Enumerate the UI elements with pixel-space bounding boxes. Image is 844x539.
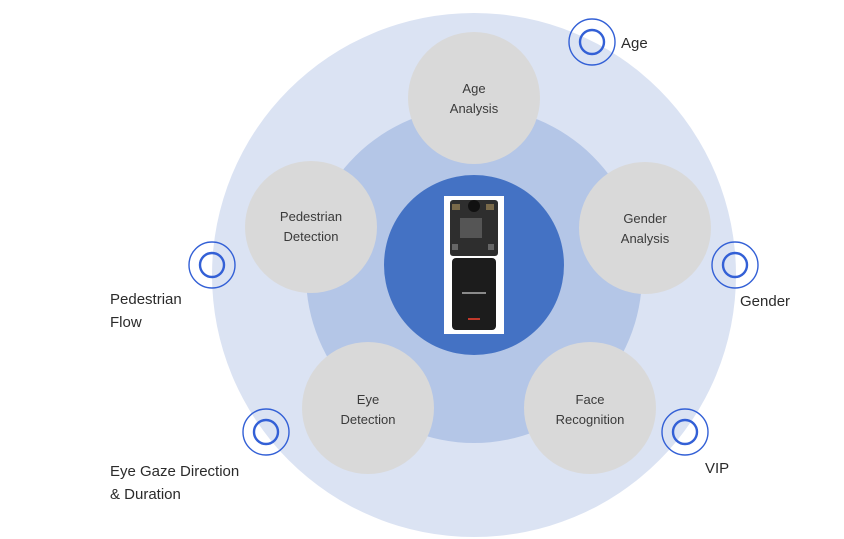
feature-gender-analysis: Gender Analysis <box>579 162 711 294</box>
target-icon <box>242 408 290 456</box>
feature-age-analysis-line1: Age <box>462 81 485 96</box>
feature-face-recognition-line2: Recognition <box>556 412 625 427</box>
label-vip: VIP <box>705 460 729 477</box>
camera-device-icon <box>444 196 504 334</box>
target-icon <box>568 18 616 66</box>
feature-age-analysis: Age Analysis <box>408 32 540 164</box>
label-eye-gaze-line1: Eye Gaze Direction <box>110 463 239 480</box>
label-age: Age <box>621 35 648 52</box>
feature-pedestrian-detection: Pedestrian Detection <box>245 161 377 293</box>
feature-eye-detection-line2: Detection <box>341 412 396 427</box>
target-icon <box>188 241 236 289</box>
target-icon <box>661 408 709 456</box>
feature-eye-detection: Eye Detection <box>302 342 434 474</box>
feature-pedestrian-detection-line1: Pedestrian <box>280 209 342 224</box>
feature-gender-analysis-line1: Gender <box>623 211 667 226</box>
feature-face-recognition: Face Recognition <box>524 342 656 474</box>
feature-pedestrian-detection-line2: Detection <box>284 229 339 244</box>
feature-gender-analysis-line2: Analysis <box>621 231 670 246</box>
feature-age-analysis-line2: Analysis <box>450 101 499 116</box>
feature-face-recognition-line1: Face <box>576 392 605 407</box>
label-pedestrian-flow-line2: Flow <box>110 314 142 331</box>
label-eye-gaze-line2: & Duration <box>110 486 181 503</box>
target-icon <box>711 241 759 289</box>
feature-eye-detection-line1: Eye <box>357 392 379 407</box>
label-gender: Gender <box>740 293 790 310</box>
label-pedestrian-flow-line1: Pedestrian <box>110 291 182 308</box>
